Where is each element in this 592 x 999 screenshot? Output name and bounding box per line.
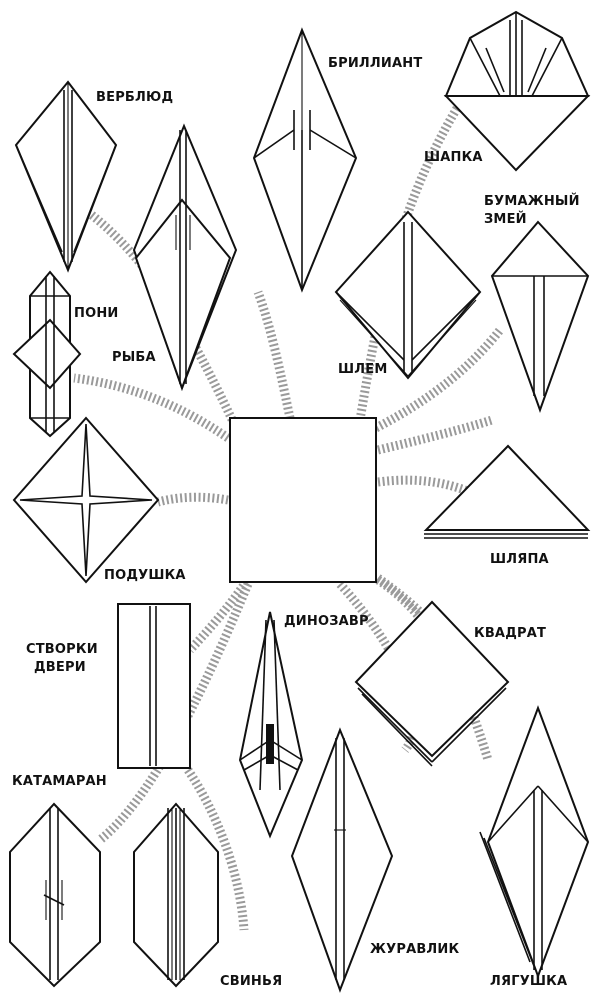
label-shlyapa: ШЛЯПА: [490, 552, 549, 568]
label-zhuravlik: ЖУРАВЛИК: [370, 942, 459, 958]
label-podushka: ПОДУШКА: [104, 568, 186, 584]
center-square: [230, 418, 376, 582]
ray-ryba: [74, 378, 228, 438]
figure-podushka: [14, 418, 158, 582]
label-poni: ПОНИ: [74, 306, 119, 322]
figure-poni: [14, 272, 80, 436]
label-kvadrat: КВАДРАТ: [474, 626, 546, 642]
label-dinozavr: ДИНОЗАВР: [284, 614, 369, 630]
ray-zmey: [378, 420, 492, 450]
label-ryba: РЫБА: [112, 350, 156, 366]
figure-stvorki: [118, 604, 190, 768]
ray-kvadrat: [378, 578, 420, 612]
figure-lyagushka: [480, 708, 588, 976]
figure-dinozavr: [240, 612, 302, 836]
label-katamaran: КАТАМАРАН: [12, 774, 107, 790]
figure-verblyud: [16, 82, 116, 270]
label-verblyud: ВЕРБЛЮД: [96, 90, 173, 106]
label-brilliant: БРИЛЛИАНТ: [328, 56, 422, 72]
figure-svinya: [134, 804, 218, 986]
label-svinya: СВИНЬЯ: [220, 974, 282, 990]
label-shlem: ШЛЕМ: [338, 362, 387, 378]
label-zmey-line2: ЗМЕЙ: [484, 212, 527, 228]
figure-shlyapa: [424, 446, 588, 538]
label-zmey-line1: БУМАЖНЫЙ: [484, 194, 580, 210]
ray-shlyapa: [378, 480, 470, 492]
figure-ryba: [134, 126, 236, 388]
label-stvorki-line2: ДВЕРИ: [34, 660, 86, 676]
label-stvorki-line1: СТВОРКИ: [26, 642, 98, 658]
ray-brilliant: [258, 292, 290, 418]
label-shapka: ШАПКА: [424, 150, 483, 166]
figure-shapka: [446, 12, 588, 170]
label-lyagushka: ЛЯГУШКА: [490, 974, 567, 990]
figure-katamaran: [10, 804, 100, 986]
figure-shlem: [336, 212, 480, 378]
figure-zmey: [492, 222, 588, 410]
ray-podushka: [158, 497, 228, 502]
